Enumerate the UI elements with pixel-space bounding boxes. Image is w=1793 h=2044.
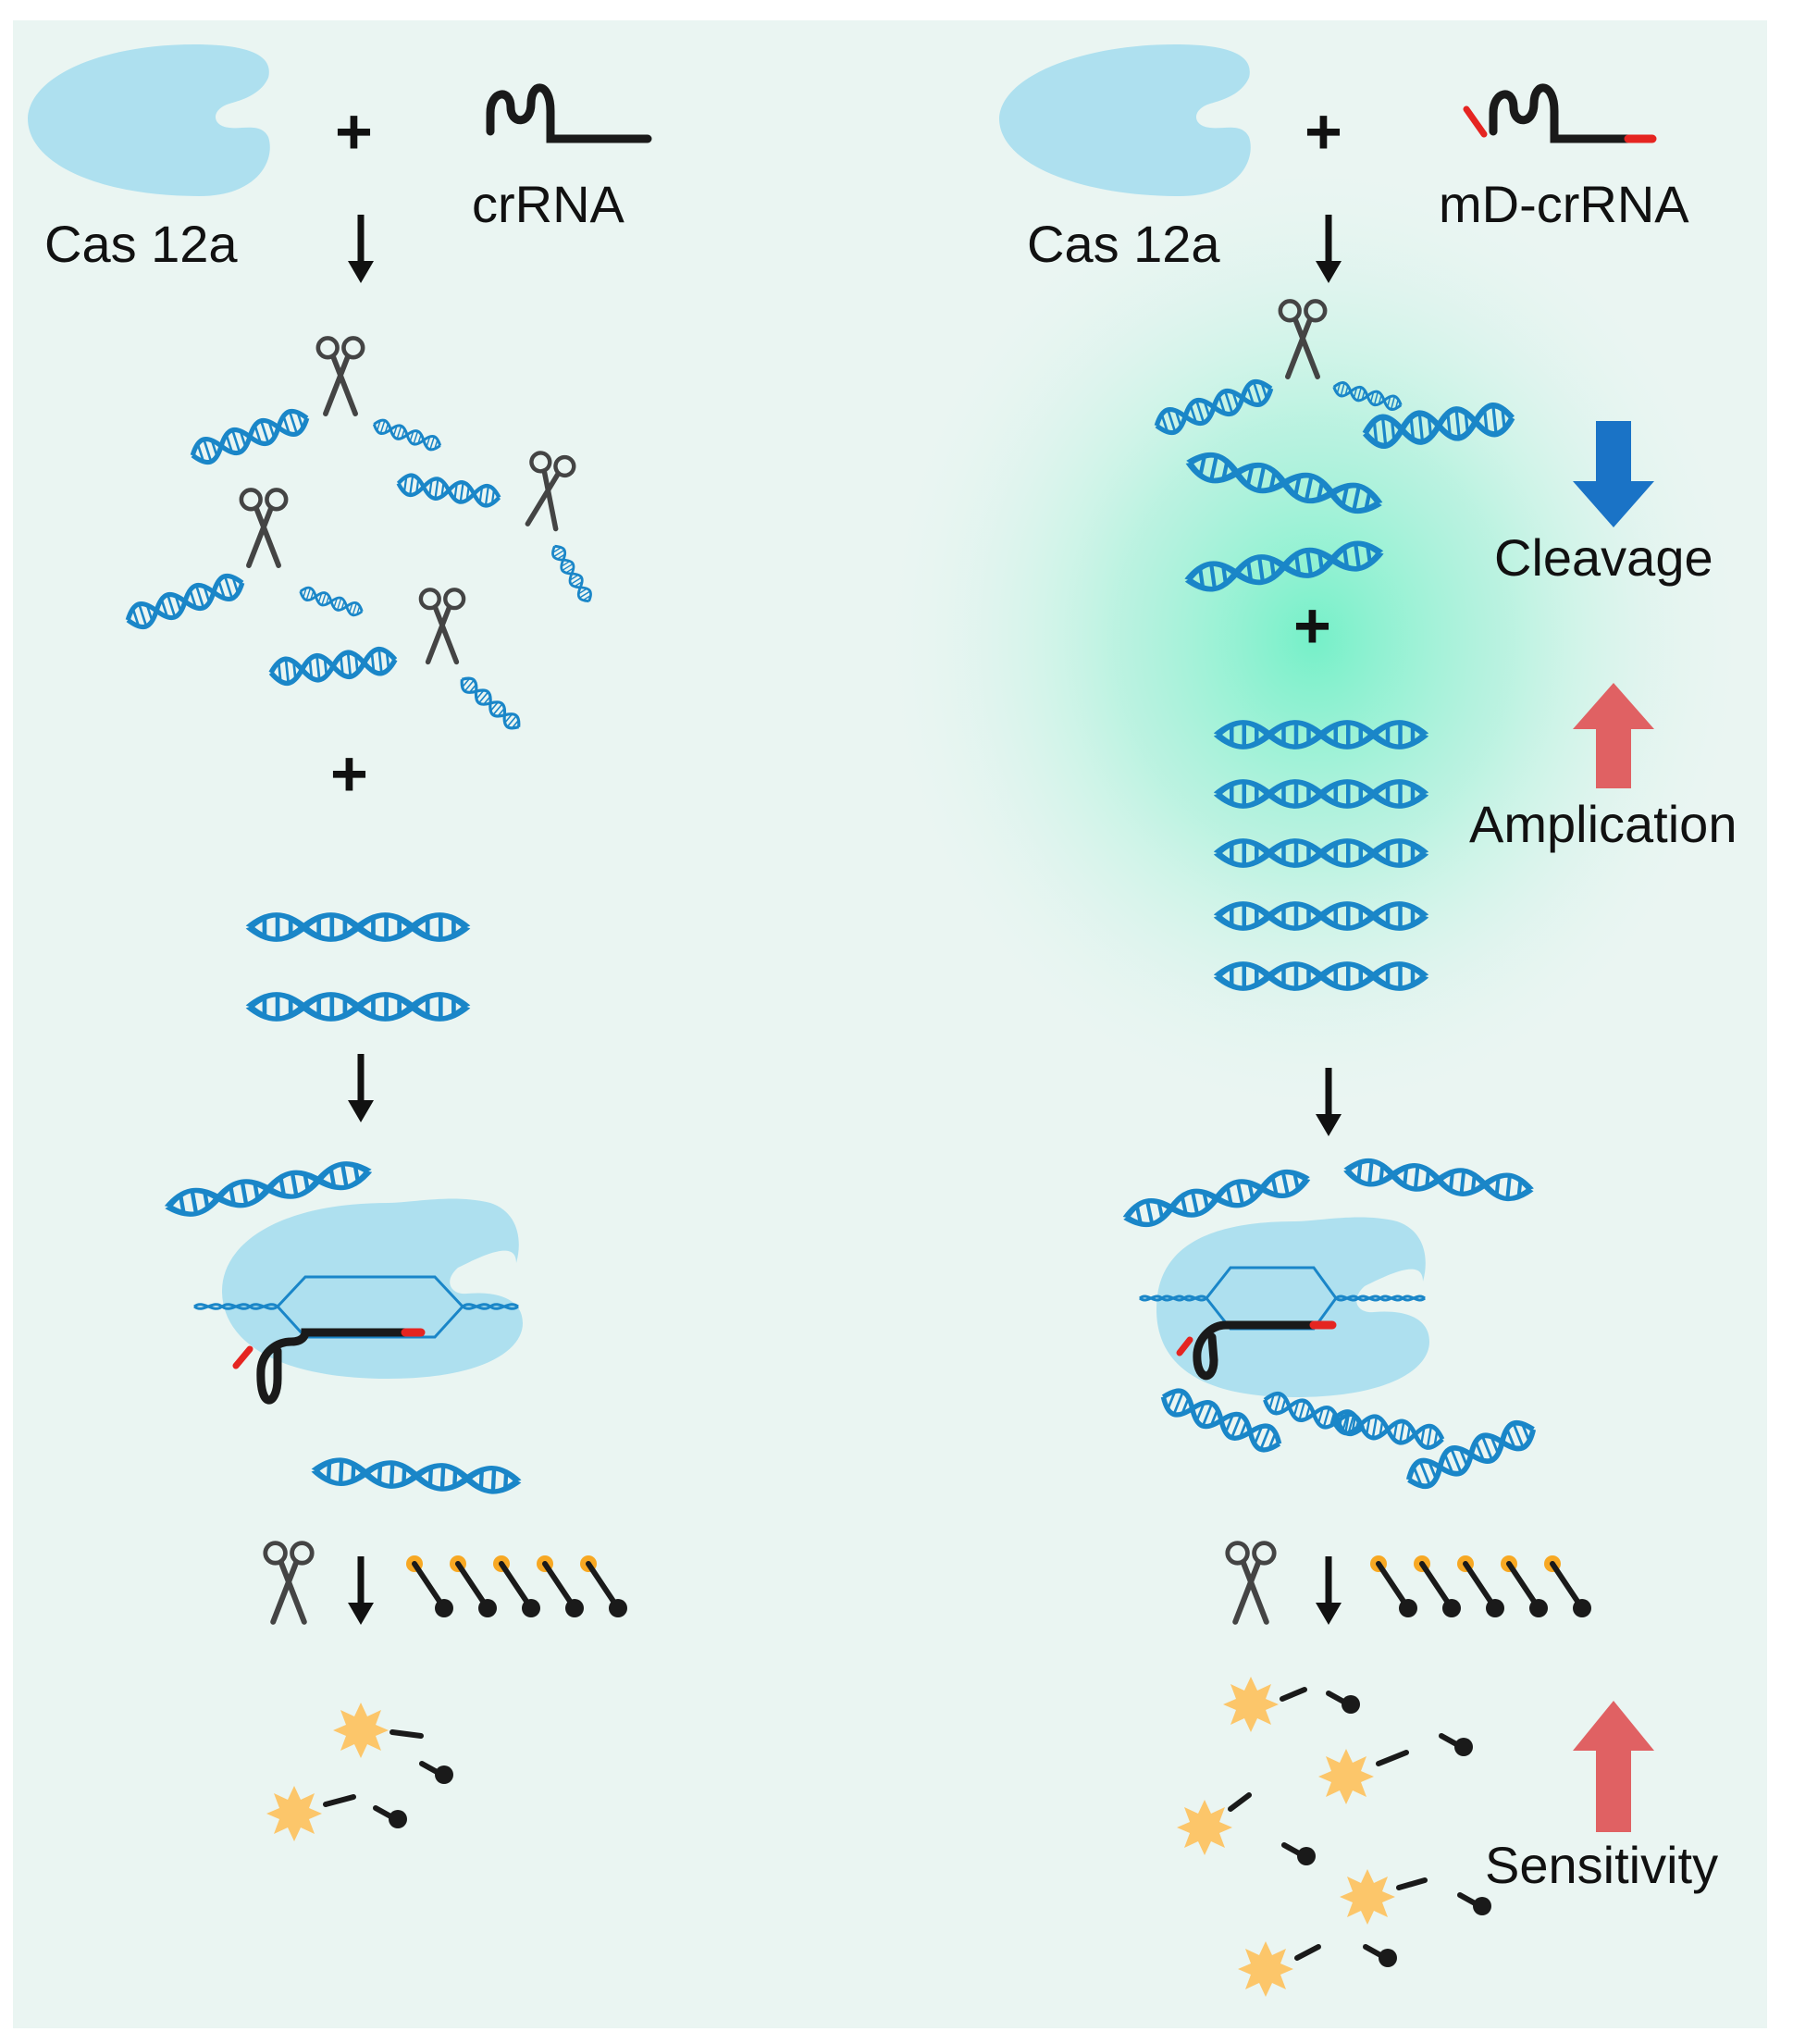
right-plus-middle: + bbox=[1293, 589, 1331, 662]
amplification-up-arrow-icon bbox=[1573, 683, 1654, 788]
left-plus-middle: + bbox=[330, 737, 368, 810]
crrna-hairpin-icon bbox=[486, 83, 652, 143]
cleavage-down-arrow-icon bbox=[1573, 421, 1654, 527]
cas12a-protein-icon bbox=[999, 44, 1251, 196]
mdcrrna-hairpin-icon bbox=[1193, 1320, 1318, 1381]
fluorescence-star-icon bbox=[1318, 1749, 1374, 1804]
left-fluorescence bbox=[266, 1703, 453, 1841]
crrna-hairpin-icon bbox=[256, 1328, 412, 1405]
sensitivity-label: Sensitivity bbox=[1485, 1836, 1718, 1894]
sensitivity-up-arrow-icon bbox=[1573, 1701, 1654, 1832]
left-protein-label: Cas 12a bbox=[44, 215, 238, 273]
cas12a-protein-icon bbox=[1156, 1217, 1429, 1397]
cleavage-label: Cleavage bbox=[1494, 528, 1713, 587]
cas12a-protein-icon bbox=[28, 44, 270, 196]
left-panel: Cas 12a + crRNA + bbox=[28, 44, 652, 1841]
glow-region bbox=[870, 148, 1758, 1129]
fluorescence-star-icon bbox=[333, 1703, 389, 1758]
left-cas12a-complex bbox=[166, 1159, 523, 1493]
amplification-label: Amplication bbox=[1469, 795, 1737, 853]
fluorescence-star-icon bbox=[266, 1786, 322, 1841]
right-cas12a-complex bbox=[1124, 1158, 1539, 1492]
fluorescence-star-icon bbox=[1177, 1800, 1232, 1855]
cas12a-protein-icon bbox=[222, 1198, 523, 1379]
left-guide-label: crRNA bbox=[472, 175, 625, 233]
right-protein-label: Cas 12a bbox=[1027, 215, 1220, 273]
mdcrrna-hairpin-icon bbox=[1463, 83, 1657, 143]
fluorescence-star-icon bbox=[1238, 1941, 1293, 1997]
right-fluorescence bbox=[1177, 1677, 1491, 1997]
right-guide-label: mD-crRNA bbox=[1439, 175, 1689, 233]
fluorescence-star-icon bbox=[1223, 1677, 1279, 1732]
left-plus-top: + bbox=[335, 95, 373, 167]
fluorescence-star-icon bbox=[1340, 1869, 1395, 1925]
right-plus-top: + bbox=[1305, 95, 1342, 167]
right-panel: Cas 12a + mD-crRNA + bbox=[999, 44, 1737, 1997]
